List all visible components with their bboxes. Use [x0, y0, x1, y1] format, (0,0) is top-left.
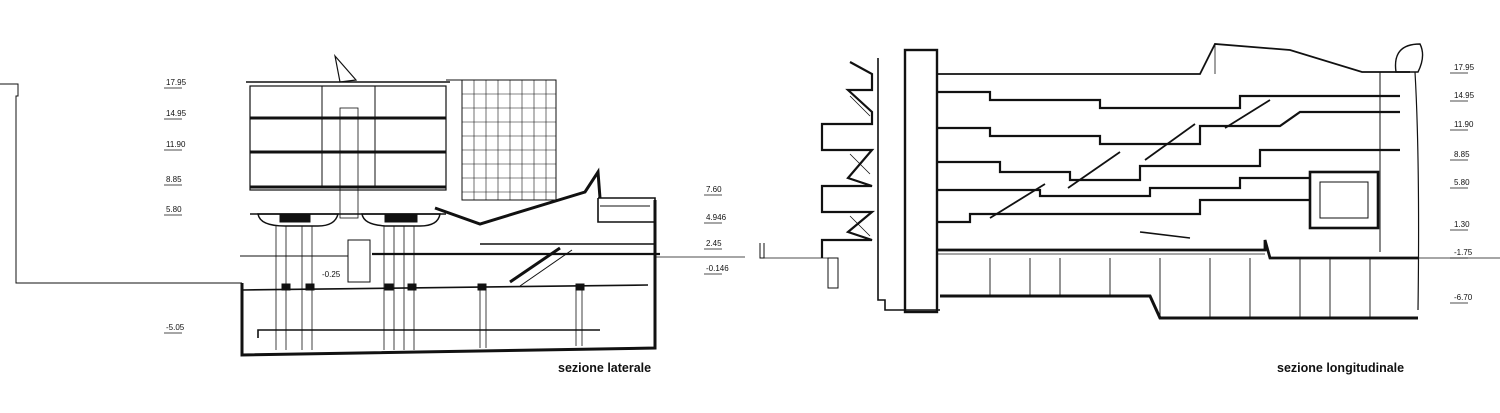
longitudinal-level-label-5: 5.80 — [1454, 178, 1470, 187]
longitudinal-section-drawing — [759, 43, 1500, 320]
longitudinal-level-label-2: 14.95 — [1454, 91, 1475, 100]
longitudinal-level-label-4: 8.85 — [1454, 150, 1470, 159]
longitudinal-section-caption: sezione longitudinale — [1277, 361, 1404, 375]
lateral-level-label-right-4: -0.146 — [706, 264, 729, 273]
longitudinal-level-label-6: 1.30 — [1454, 220, 1470, 229]
longitudinal-level-label-8: -6.70 — [1454, 293, 1473, 302]
lateral-level-label-right-3: 2.45 — [706, 239, 722, 248]
lateral-section-drawing — [0, 53, 745, 357]
lateral-level-markers — [164, 87, 722, 334]
lateral-level-label-inline: -0.25 — [322, 270, 341, 279]
lateral-level-label-right-2: 4.946 — [706, 213, 727, 222]
longitudinal-level-label-7: -1.75 — [1454, 248, 1473, 257]
lateral-level-label-right-1: 7.60 — [706, 185, 722, 194]
lateral-level-label-2: 14.95 — [166, 109, 187, 118]
lateral-level-label-5: 5.80 — [166, 205, 182, 214]
longitudinal-level-label-1: 17.95 — [1454, 63, 1475, 72]
lateral-level-label-4: 8.85 — [166, 175, 182, 184]
lateral-level-label-6: -5.05 — [166, 323, 185, 332]
lateral-level-label-3: 11.90 — [166, 140, 186, 149]
longitudinal-level-label-3: 11.90 — [1454, 120, 1474, 129]
longitudinal-level-markers — [1450, 72, 1468, 304]
lateral-level-label-1: 17.95 — [166, 78, 187, 87]
lateral-section-caption: sezione laterale — [558, 361, 651, 375]
